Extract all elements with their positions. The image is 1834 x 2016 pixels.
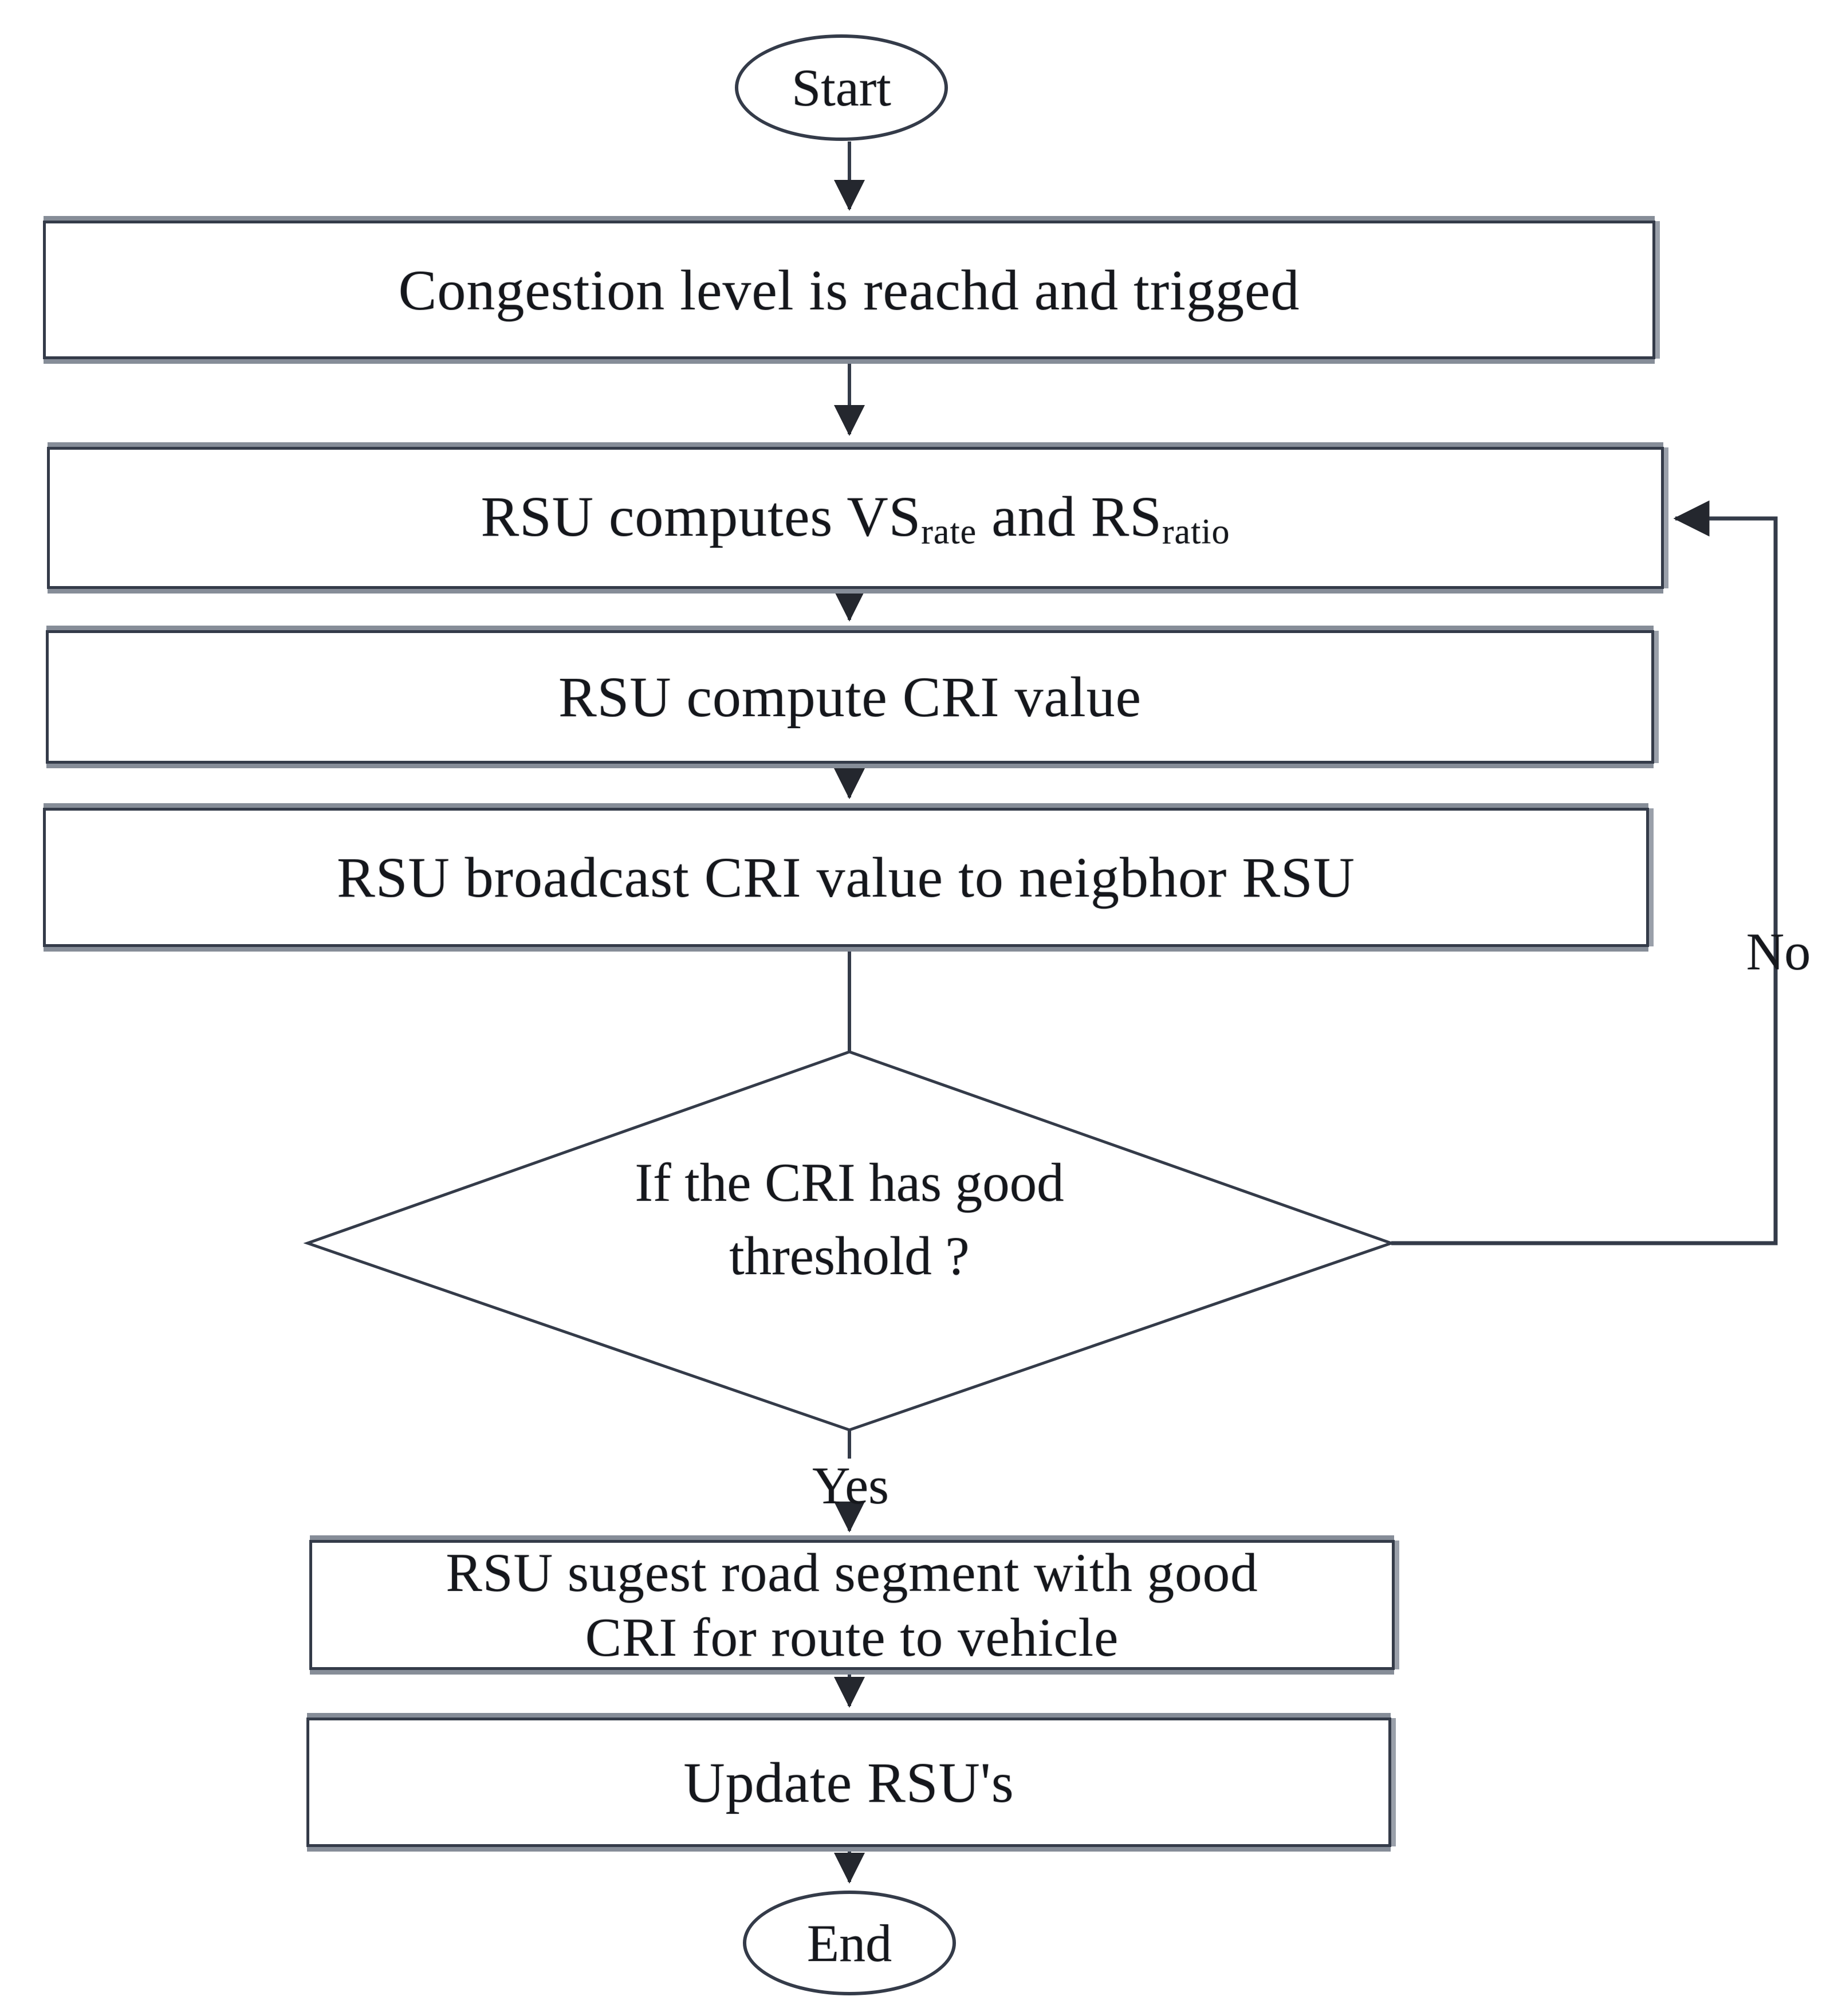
process-rsu-computes-rates: RSU computes VSrate and RSratio [47,447,1664,589]
process-suggest-line1: RSU sugest road segment with good [446,1542,1258,1604]
no-label: No [1746,922,1811,981]
process-update-label: Update RSU's [683,1750,1014,1814]
decision-label-line1: If the CRI has good [635,1152,1064,1213]
process-cri-label: RSU compute CRI value [558,665,1142,729]
process-update-rsus: Update RSU's [306,1718,1391,1847]
start-terminator: Start [735,34,948,141]
yes-label: Yes [812,1456,889,1515]
process-rsu-broadcast-cri: RSU broadcast CRI value to neigbhor RSU [43,808,1649,947]
process-rsu-compute-cri: RSU compute CRI value [46,630,1654,764]
end-terminator: End [743,1891,956,1995]
decision-label-line2: threshold ? [729,1225,970,1287]
process-rates-label: RSU computes VSrate and RSratio [481,484,1230,552]
no-loop-path [1391,500,1778,1245]
process-rsu-suggest-road: RSU sugest road segment with good CRI fo… [309,1540,1395,1670]
process-congestion-label: Congestion level is reachd and trigged [398,258,1300,322]
process-congestion-triggered: Congestion level is reachd and trigged [43,221,1655,359]
start-label: Start [792,58,891,117]
end-label: End [806,1913,892,1972]
decision-label: If the CRI has good threshold ? [448,1146,1250,1293]
process-broadcast-label: RSU broadcast CRI value to neigbhor RSU [337,846,1355,909]
process-suggest-line2: CRI for route to vehicle [585,1606,1119,1668]
